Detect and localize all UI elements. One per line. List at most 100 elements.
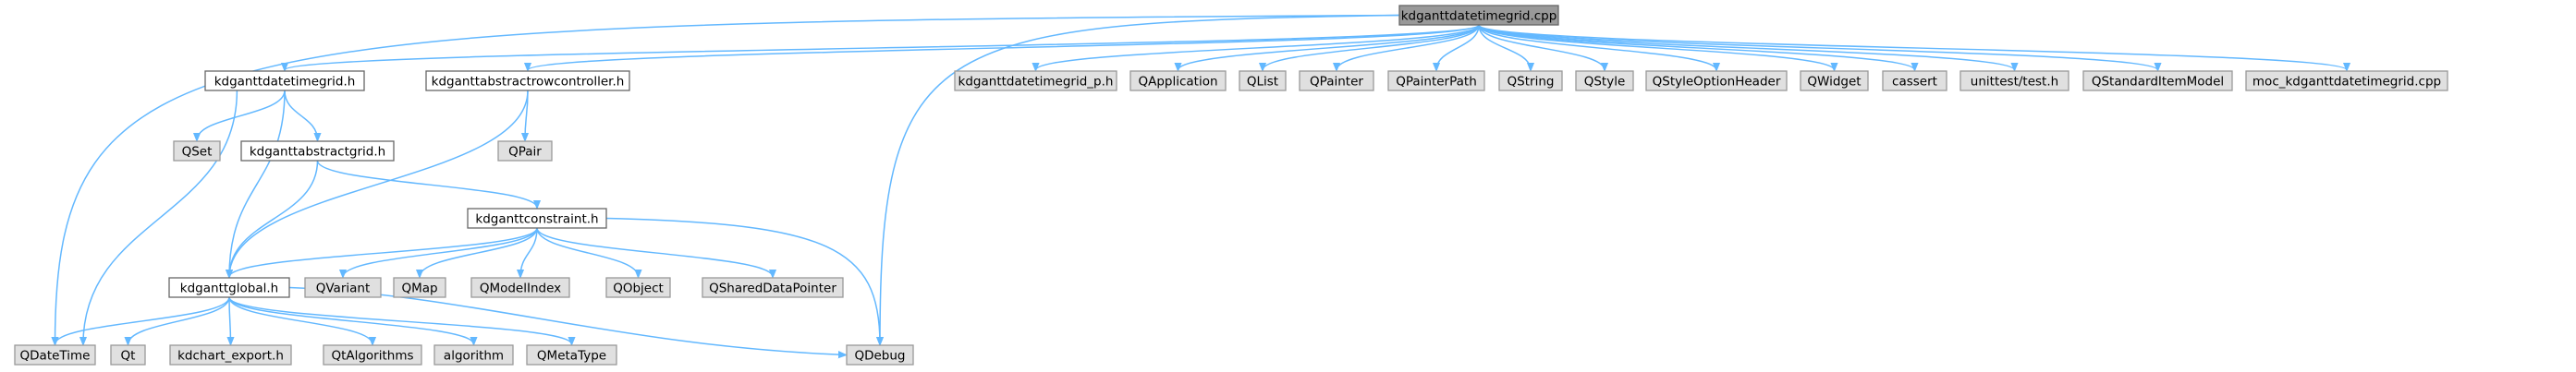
node-box-main	[1398, 5, 1559, 26]
edge-main-to-qapp	[1178, 24, 1480, 70]
node-label-qstring: QString	[1508, 75, 1555, 90]
edge-main-to-qsoh	[1478, 24, 1716, 70]
edges-layer	[55, 14, 2347, 355]
node-qset: QSet	[173, 140, 221, 162]
edge-main-to-qstring	[1478, 24, 1531, 70]
node-box-qpainter	[1299, 70, 1374, 91]
edge-dtg-to-global	[229, 90, 286, 277]
node-label-moc: moc_kdganttdatetimegrid.cpp	[2252, 75, 2441, 90]
node-qsoh: QStyleOptionHeader	[1645, 70, 1788, 91]
edge-main-to-qsim	[1478, 24, 2158, 70]
node-label-qvariant: QVariant	[316, 282, 371, 296]
node-box-unittest	[1959, 70, 2069, 91]
node-qstring: QString	[1498, 70, 1563, 91]
node-box-qwidget	[1800, 70, 1869, 91]
node-box-qtalg	[323, 344, 422, 366]
node-box-qmetatype	[526, 344, 617, 366]
edge-dtg-to-qdatetime	[83, 90, 238, 344]
node-qwidget: QWidget	[1800, 70, 1869, 91]
node-box-qstring	[1498, 70, 1563, 91]
node-label-cassert: cassert	[1892, 75, 1937, 90]
node-box-qsoh	[1645, 70, 1788, 91]
node-global[interactable]: kdganttglobal.h	[168, 277, 290, 298]
node-box-qobject	[605, 277, 671, 298]
edge-main-to-qwidget	[1478, 24, 1835, 70]
node-box-qset	[173, 140, 221, 162]
node-label-arc: kdganttabstractrowcontroller.h	[432, 75, 625, 90]
node-box-qapp	[1129, 70, 1227, 91]
node-label-qt: Qt	[121, 349, 136, 364]
edge-dtg-to-absgrid	[284, 90, 318, 140]
node-qdebug: QDebug	[846, 344, 914, 366]
node-label-main: kdganttdatetimegrid.cpp	[1401, 9, 1557, 24]
node-label-qdebug: QDebug	[854, 349, 905, 364]
node-label-qset: QSet	[182, 145, 213, 160]
node-box-absgrid	[240, 140, 395, 162]
node-box-qdebug	[846, 344, 914, 366]
node-label-qdatetime: QDateTime	[20, 349, 91, 364]
edge-constraint-to-qsdp	[536, 227, 773, 277]
node-absgrid[interactable]: kdganttabstractgrid.h	[240, 140, 395, 162]
node-box-dtgp	[954, 70, 1117, 91]
node-label-qapp: QApplication	[1138, 75, 1217, 90]
node-qtalg: QtAlgorithms	[323, 344, 422, 366]
node-label-constraint: kdganttconstraint.h	[475, 212, 598, 227]
node-label-qpainterpath: QPainterPath	[1396, 75, 1477, 90]
node-algorithm: algorithm	[433, 344, 514, 366]
edge-main-to-qstyle	[1478, 24, 1605, 70]
edge-main-to-qdatetime	[55, 14, 1400, 345]
node-box-qsim	[2082, 70, 2233, 91]
edge-constraint-to-qobject	[536, 227, 639, 277]
node-constraint[interactable]: kdganttconstraint.h	[467, 208, 607, 229]
edge-arc-to-global	[229, 90, 529, 277]
node-moc: moc_kdganttdatetimegrid.cpp	[2245, 70, 2448, 91]
node-box-qstyle	[1575, 70, 1634, 91]
node-label-qmetatype: QMetaType	[537, 349, 606, 364]
node-qapp: QApplication	[1129, 70, 1227, 91]
node-cassert: cassert	[1882, 70, 1947, 91]
node-box-arc	[425, 70, 630, 91]
node-qmetatype: QMetaType	[526, 344, 617, 366]
node-label-qpainter: QPainter	[1310, 75, 1363, 90]
edge-constraint-to-global	[229, 227, 538, 277]
node-qsim: QStandardItemModel	[2082, 70, 2233, 91]
node-arc[interactable]: kdganttabstractrowcontroller.h	[425, 70, 630, 91]
edge-absgrid-to-global	[229, 160, 319, 277]
edge-absgrid-to-constraint	[316, 160, 538, 208]
edge-constraint-to-qvariant	[343, 227, 538, 277]
node-kdexport: kdchart_export.h	[169, 344, 292, 366]
node-box-qmap	[393, 277, 446, 298]
node-label-unittest: unittest/test.h	[1971, 75, 2058, 90]
node-box-cassert	[1882, 70, 1947, 91]
node-qobject: QObject	[605, 277, 671, 298]
edge-constraint-to-qmap	[420, 227, 538, 277]
node-box-qt	[110, 344, 146, 366]
node-label-qmodelindex: QModelIndex	[480, 282, 561, 296]
node-qvariant: QVariant	[304, 277, 382, 298]
edge-main-to-qpainterpath	[1436, 24, 1480, 70]
node-label-kdexport: kdchart_export.h	[177, 349, 284, 364]
edge-global-to-algorithm	[228, 296, 474, 344]
node-label-dtg: kdganttdatetimegrid.h	[214, 75, 356, 90]
node-dtgp: kdganttdatetimegrid_p.h	[954, 70, 1117, 91]
edge-main-to-unittest	[1478, 24, 2015, 70]
node-box-qmodelindex	[470, 277, 570, 298]
node-label-qtalg: QtAlgorithms	[331, 349, 413, 364]
node-qpair: QPair	[497, 140, 553, 162]
node-unittest: unittest/test.h	[1959, 70, 2069, 91]
node-main[interactable]: kdganttdatetimegrid.cpp	[1398, 5, 1559, 26]
node-qmap: QMap	[393, 277, 446, 298]
node-box-qpair	[497, 140, 553, 162]
node-dtg[interactable]: kdganttdatetimegrid.h	[204, 70, 365, 91]
node-qstyle: QStyle	[1575, 70, 1634, 91]
node-box-qvariant	[304, 277, 382, 298]
node-qpainter: QPainter	[1299, 70, 1374, 91]
node-box-kdexport	[169, 344, 292, 366]
edge-global-to-qt	[128, 296, 230, 344]
edge-global-to-qdatetime	[55, 296, 230, 344]
node-box-qdatetime	[14, 344, 96, 366]
node-label-qobject: QObject	[613, 282, 664, 296]
node-label-qsoh: QStyleOptionHeader	[1653, 75, 1781, 90]
node-qsdp: QSharedDataPointer	[702, 277, 844, 298]
nodes-layer: kdganttdatetimegrid.cpp kdganttdatetimegr…	[14, 5, 2448, 366]
